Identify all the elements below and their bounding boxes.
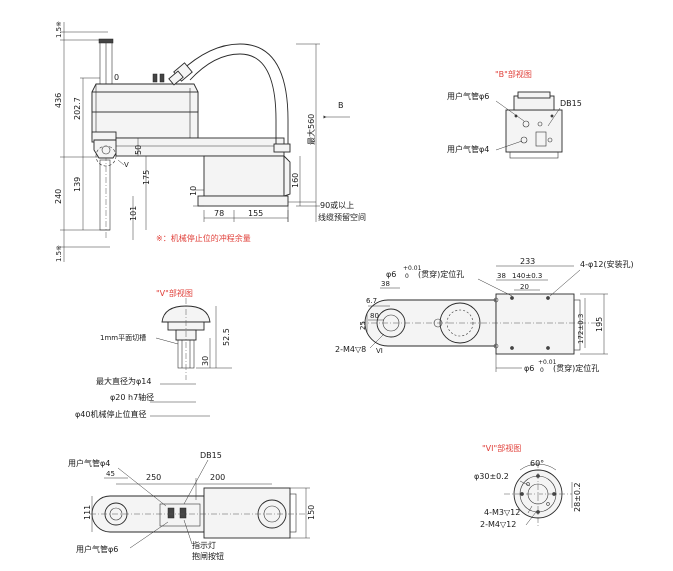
top-dim-25: 25 — [359, 321, 367, 330]
main-side-view: 1.5※ 436 202.7 240 139 1.5※ 0 V 50 — [54, 21, 366, 262]
dim-1-5-bottom: 1.5※ — [55, 245, 63, 262]
view-vi-dim-28: 28±0.2 — [573, 482, 582, 512]
dim-10: 10 — [189, 186, 198, 196]
view-b: "B"部视图 用户气管φ6 DB15 用户气管φ4 — [447, 69, 582, 159]
view-v-stop-dia: φ40机械停止位直径 — [75, 409, 146, 419]
view-v: "V"部视图 1mm平面切槽 52.5 30 最大直径为φ14 φ20 h7轴径… — [75, 288, 232, 419]
view-vi-title: "VI"部视图 — [482, 443, 521, 453]
dim-202-7: 202.7 — [73, 97, 82, 120]
view-v-dim-30: 30 — [201, 356, 210, 366]
top-dim-38a: 38 — [381, 280, 390, 288]
bottom-view: 用户气管φ4 DB15 45 250 200 111 150 用户气管φ6 指示… — [68, 451, 316, 561]
cable-note-1: 90或以上 — [320, 200, 354, 210]
bottom-hole-label: (贯穿)定位孔 — [553, 363, 599, 373]
top-dim-140: 140±0.3 — [512, 272, 542, 280]
view-vi-m4: 2-M4▽12 — [480, 520, 516, 529]
view-v-title: "V"部视图 — [156, 288, 193, 298]
view-vi-m3: 4-M3▽12 — [484, 508, 520, 517]
dim-155: 155 — [248, 209, 263, 218]
view-v-tag: V — [124, 161, 129, 169]
dim-1-5-top: 1.5※ — [55, 21, 63, 38]
view-vi-dia: φ30±0.2 — [474, 472, 509, 481]
top-hole-label: (贯穿)定位孔 — [418, 269, 464, 279]
top-dim-6-7: 6.7 — [366, 297, 377, 305]
bottom-air-4: 用户气管φ4 — [68, 458, 110, 468]
bottom-dim-45: 45 — [106, 470, 115, 478]
bottom-dim-150: 150 — [307, 505, 316, 520]
top-dim-20: 20 — [520, 283, 529, 291]
view-b-air-4: 用户气管φ4 — [447, 144, 489, 154]
top-hole-tol: +0.01 — [403, 265, 422, 272]
bottom-air-6: 用户气管φ6 — [76, 544, 118, 554]
dim-50: 50 — [134, 145, 143, 155]
top-dim-195: 195 — [595, 317, 604, 332]
top-hole-dia: φ6 — [386, 270, 396, 279]
view-b-air-6: 用户气管φ6 — [447, 91, 489, 101]
view-b-arrow-label: B — [338, 101, 344, 110]
view-v-flat: 1mm平面切槽 — [100, 333, 146, 342]
mount-holes: 4-φ12(安装孔) — [580, 259, 634, 269]
view-v-shaft-dia: φ20 h7轴径 — [110, 392, 154, 402]
bottom-hole-tol: +0.01 — [538, 359, 557, 366]
label-zero: 0 — [114, 73, 119, 82]
top-hole-tol-low: 0 — [405, 273, 409, 280]
top-view: 233 38 140±0.3 20 38 6.7 80 25 172±0.3 1… — [335, 257, 634, 374]
bottom-indicator: 指示灯 — [192, 540, 216, 550]
view-vi-tag: VI — [376, 347, 383, 355]
dim-101: 101 — [129, 206, 138, 221]
top-dim-233: 233 — [520, 257, 535, 266]
view-b-db15: DB15 — [560, 99, 582, 108]
view-b-title: "B"部视图 — [495, 69, 532, 79]
cable-note-2: 线缆预留空间 — [318, 212, 366, 222]
dim-max-560: 最大560 — [306, 114, 316, 145]
bottom-hole-tol-low: 0 — [540, 367, 544, 374]
view-vi: "VI"部视图 60° φ30±0.2 28±0.2 4-M3▽12 2-M4▽… — [474, 443, 582, 529]
view-v-max-dia: 最大直径为φ14 — [96, 376, 151, 386]
bottom-hole-dia: φ6 — [524, 364, 534, 373]
view-vi-angle: 60° — [530, 459, 544, 468]
bottom-db15: DB15 — [200, 451, 222, 460]
bottom-dim-250: 250 — [146, 473, 161, 482]
dim-78: 78 — [214, 209, 224, 218]
bottom-brake: 抱闸按钮 — [192, 551, 224, 561]
dim-139: 139 — [73, 177, 82, 192]
dim-436: 436 — [54, 93, 63, 108]
view-v-dim-52-5: 52.5 — [222, 328, 231, 346]
dim-240: 240 — [54, 189, 63, 204]
top-thread: 2-M4▽8 — [335, 345, 366, 354]
stroke-note: ※：机械停止位的冲程余量 — [156, 233, 251, 243]
dim-175: 175 — [142, 170, 151, 185]
dim-160: 160 — [291, 173, 300, 188]
bottom-dim-200: 200 — [210, 473, 225, 482]
bottom-dim-111: 111 — [83, 505, 92, 520]
top-dim-38b: 38 — [497, 272, 506, 280]
top-dim-80: 80 — [370, 312, 379, 320]
top-dim-172: 172±0.3 — [577, 314, 585, 344]
